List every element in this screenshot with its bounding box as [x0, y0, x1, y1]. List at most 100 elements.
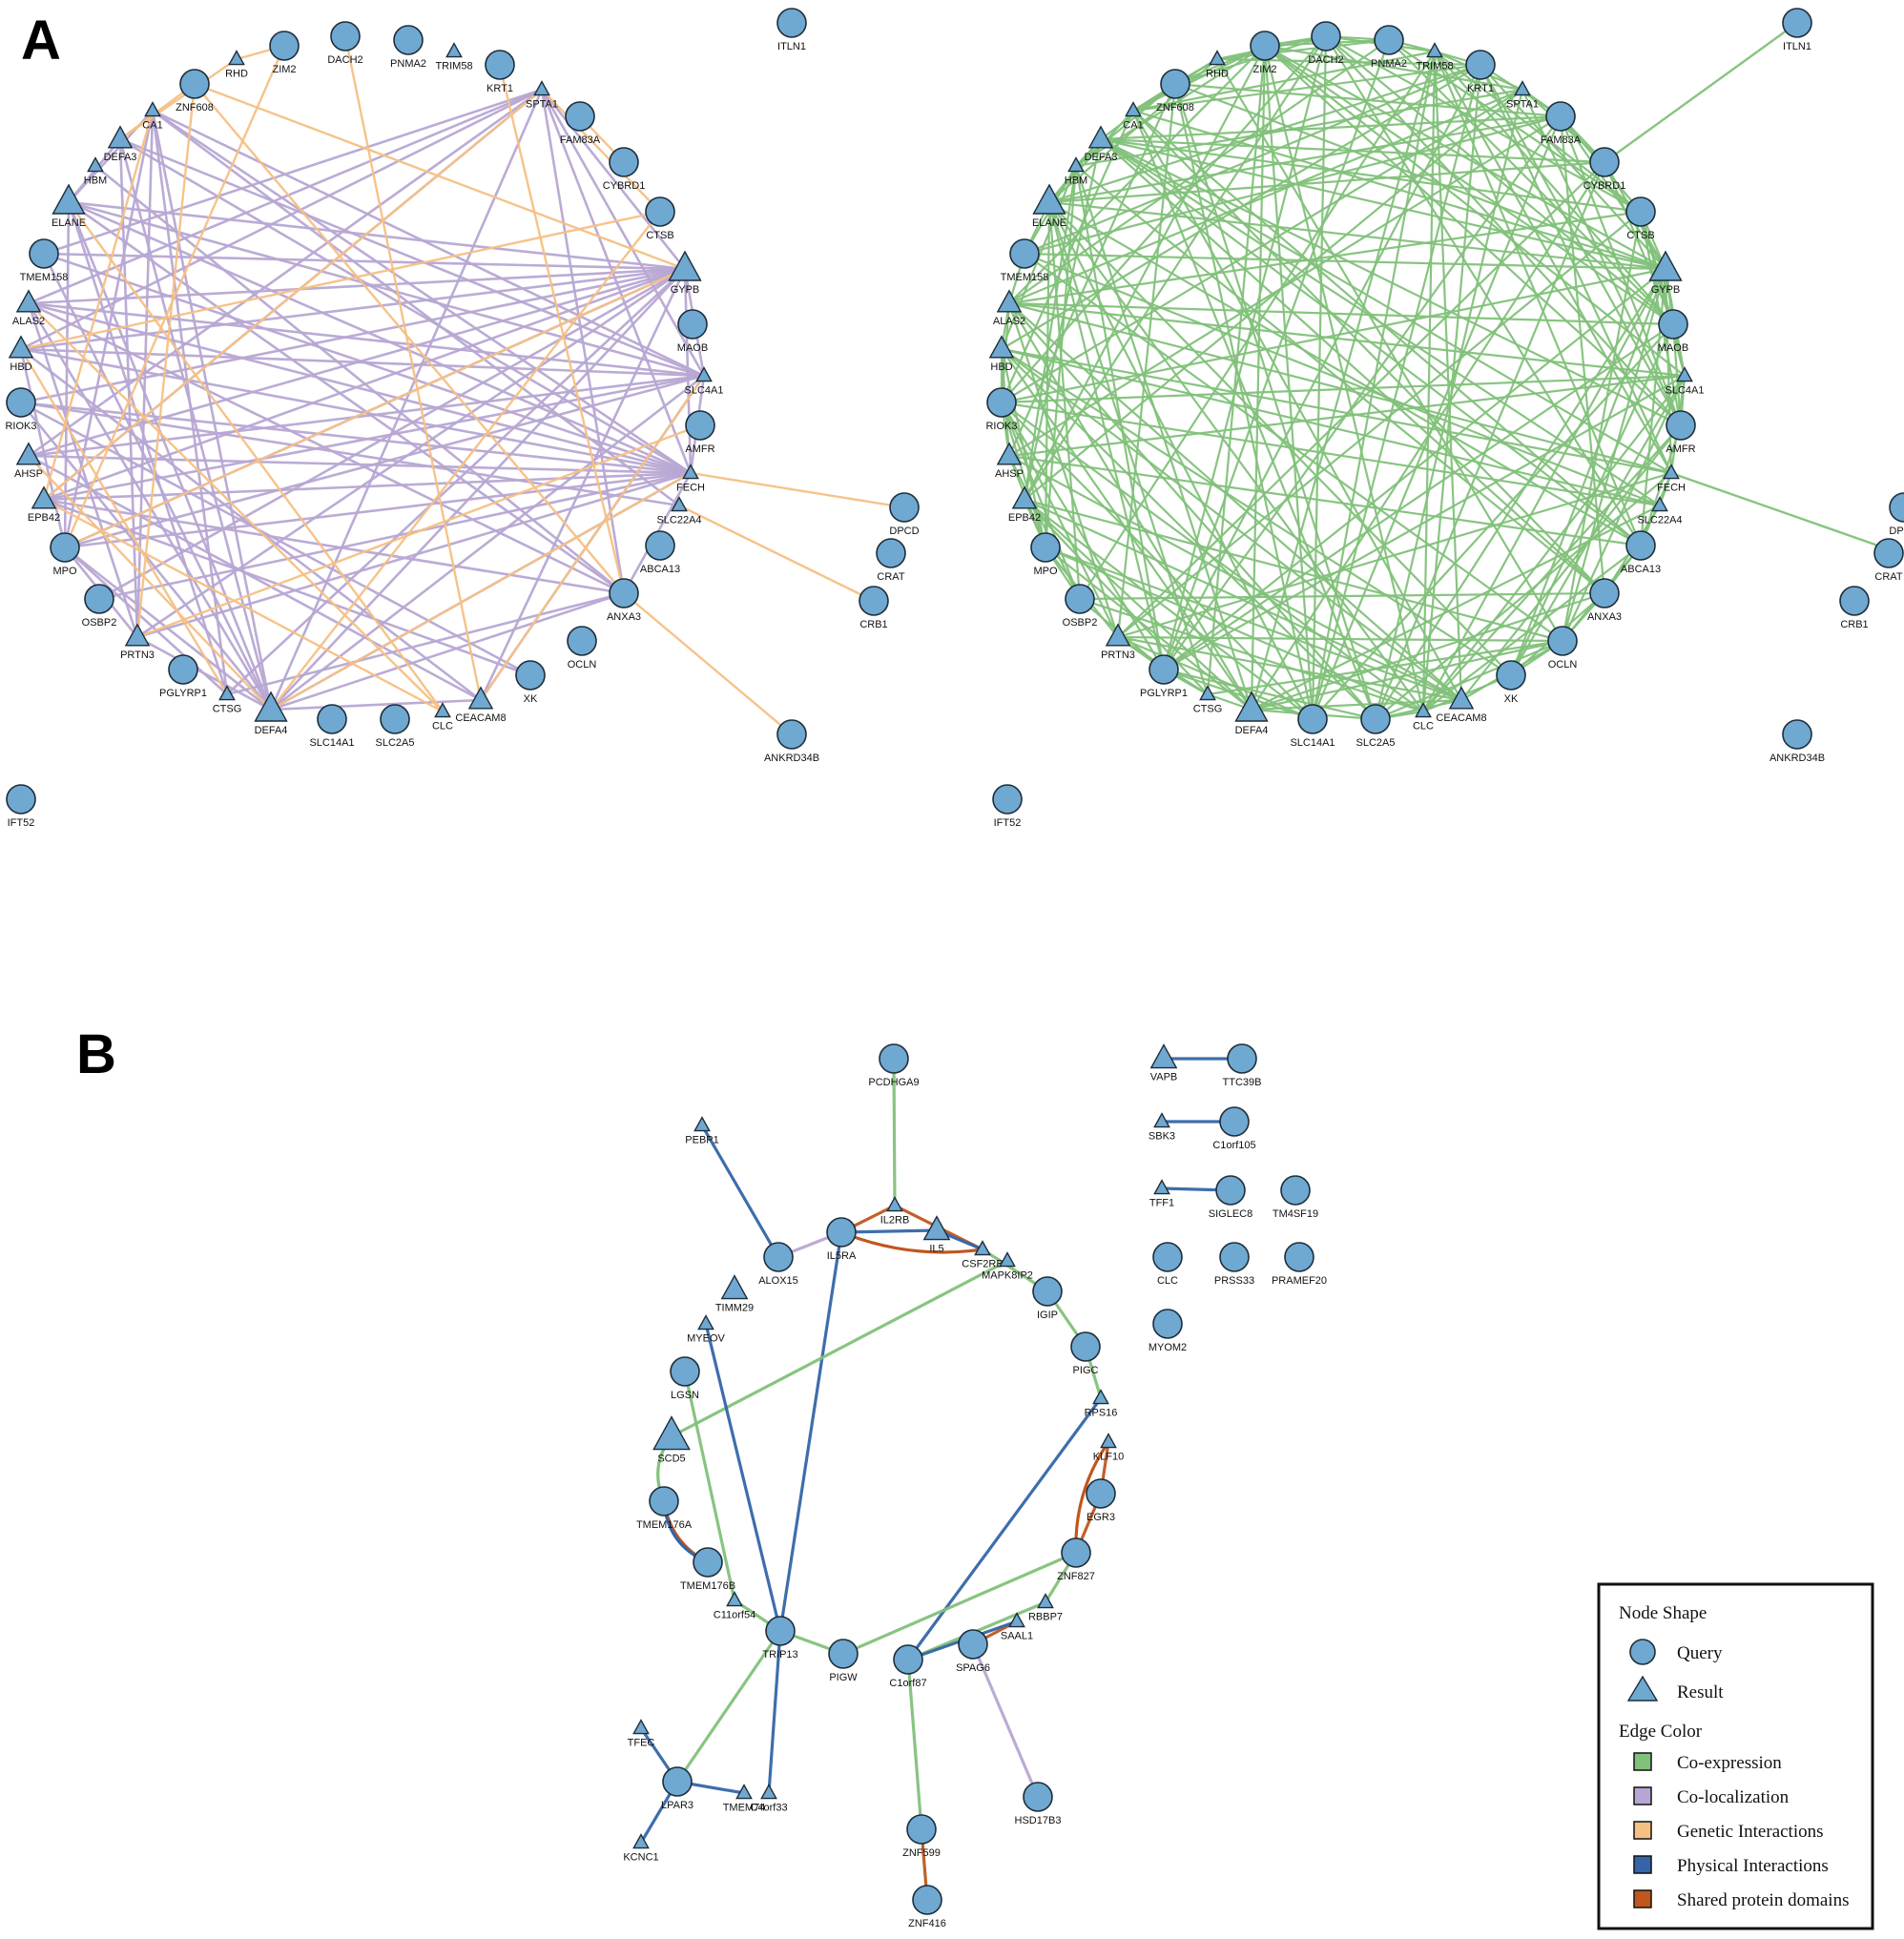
node-myeov: MYEOV	[687, 1314, 726, 1345]
node-prss33: PRSS33	[1214, 1242, 1254, 1287]
node-pigw: PIGW	[828, 1639, 859, 1683]
node-pglyrp1: PGLYRP1	[159, 654, 207, 699]
node-label: C4orf33	[750, 1803, 787, 1814]
coexpression-edge	[906, 1659, 923, 1830]
node-label: TMEM74	[723, 1803, 766, 1814]
colocalization-edge	[94, 164, 625, 595]
legend-item-label: Genetic Interactions	[1677, 1822, 1824, 1842]
query-node-shape	[1545, 101, 1576, 132]
node-label: RBBP7	[1028, 1612, 1063, 1623]
coexpression-edge	[1162, 39, 1391, 670]
node-label: HSD17B3	[1015, 1815, 1062, 1826]
query-node-shape	[330, 21, 361, 52]
node-c4orf33: C4orf33	[750, 1784, 788, 1814]
node-hsd17b3: HSD17B3	[1015, 1782, 1062, 1826]
coexpression-edge	[1001, 348, 1512, 676]
legend-item-genetic-interactions: Genetic Interactions	[1633, 1821, 1824, 1842]
node-csf2rb: CSF2RB	[962, 1240, 1004, 1270]
coexpression-edge	[1117, 211, 1642, 638]
node-label: TMEM158	[20, 272, 69, 283]
node-label: PIGC	[1073, 1365, 1099, 1376]
node-label: DEFA4	[255, 725, 288, 736]
legend-item-label: Co-expression	[1677, 1753, 1782, 1773]
node-trim58: TRIM58	[435, 42, 473, 72]
node-itln1: ITLN1	[1782, 8, 1812, 52]
result-node-shape	[1067, 156, 1085, 173]
colocalization-edge	[270, 591, 625, 712]
result-node-shape	[922, 1215, 951, 1241]
query-node-shape	[6, 784, 36, 815]
result-node-shape	[1448, 686, 1475, 710]
node-hbd: HBD	[8, 335, 34, 373]
coexpression-edge	[1325, 35, 1674, 325]
query-node-shape	[380, 704, 410, 734]
query-node-shape	[1658, 309, 1688, 340]
query-node-shape	[879, 1043, 909, 1074]
query-node-shape	[609, 578, 639, 609]
query-node-shape	[677, 309, 708, 340]
query-node-shape	[567, 626, 597, 656]
node-label: TRIM58	[1416, 61, 1453, 72]
node-epb42: EPB42	[28, 485, 60, 524]
node-label: EGR3	[1087, 1512, 1115, 1523]
coexpression-edge	[1001, 401, 1661, 507]
node-label: CLC	[1413, 721, 1434, 732]
query-node-shape	[515, 660, 546, 691]
coexpression-edge	[1001, 374, 1686, 404]
node-label: DPCD	[1889, 526, 1904, 537]
coexpression-edge	[675, 1630, 782, 1783]
legend-item-label: Co-localization	[1677, 1787, 1790, 1807]
node-label: EPB42	[1008, 512, 1041, 524]
node-label: SPAG6	[956, 1662, 990, 1674]
coexpression-edge	[1079, 51, 1436, 600]
genetic-edge	[498, 64, 626, 594]
node-label: ELANE	[52, 217, 86, 229]
node-kcnc1: KCNC1	[623, 1833, 659, 1864]
result-node-shape	[999, 1251, 1016, 1268]
node-ahsp: AHSP	[14, 442, 43, 480]
node-label: ALAS2	[993, 316, 1025, 327]
result-node-shape	[15, 289, 42, 313]
node-label: OCLN	[568, 659, 597, 670]
node-label: AMFR	[685, 443, 714, 455]
query-node-shape	[649, 1486, 679, 1516]
node-label: XK	[524, 693, 538, 705]
node-label: RIOK3	[5, 421, 36, 432]
node-label: ANXA3	[1587, 611, 1622, 623]
query-node-shape	[889, 492, 920, 523]
network-b: PCDHGA9PEBP1IL2RBIL5RAIL5CSF2RBMAPK8IP2A…	[623, 1043, 1327, 1929]
coexpression-edge	[671, 1259, 1008, 1438]
node-ocln: OCLN	[1547, 626, 1578, 670]
node-label: ABCA13	[1621, 564, 1661, 575]
query-node-shape	[906, 1814, 937, 1845]
node-label: PRTN3	[1101, 650, 1135, 661]
coexpression-edge	[1008, 302, 1376, 720]
query-node-shape	[912, 1885, 942, 1915]
coexpression-edge	[683, 1371, 736, 1601]
coexpression-edge	[1163, 668, 1314, 721]
query-node-shape	[1625, 196, 1656, 227]
coexpression-edge	[1045, 546, 1424, 713]
result-node-shape	[31, 485, 57, 509]
panel-a-label: A	[21, 10, 61, 72]
result-node-shape	[1100, 1433, 1117, 1449]
result-node-shape	[1008, 1612, 1025, 1628]
coexpression-edge	[1045, 546, 1462, 702]
coexpression-edge	[1325, 35, 1642, 547]
node-label: DEFA4	[1235, 725, 1269, 736]
result-node-shape	[668, 250, 702, 281]
node-label: DEFA3	[104, 152, 137, 163]
genetic-edge	[28, 455, 272, 711]
node-slc14a1: SLC14A1	[309, 704, 355, 749]
coexpression-edge	[1024, 45, 1266, 501]
result-node-shape	[1037, 1593, 1054, 1609]
genetic-edge	[28, 302, 444, 712]
node-maob: MAOB	[1658, 309, 1688, 354]
colocalization-edge	[971, 1643, 1040, 1798]
coexpression-edge	[1048, 201, 1424, 712]
colocalization-edge	[479, 268, 687, 701]
colocalization-edge	[28, 267, 686, 458]
result-node-shape	[1415, 702, 1432, 718]
node-tmem158: TMEM158	[1001, 238, 1048, 283]
